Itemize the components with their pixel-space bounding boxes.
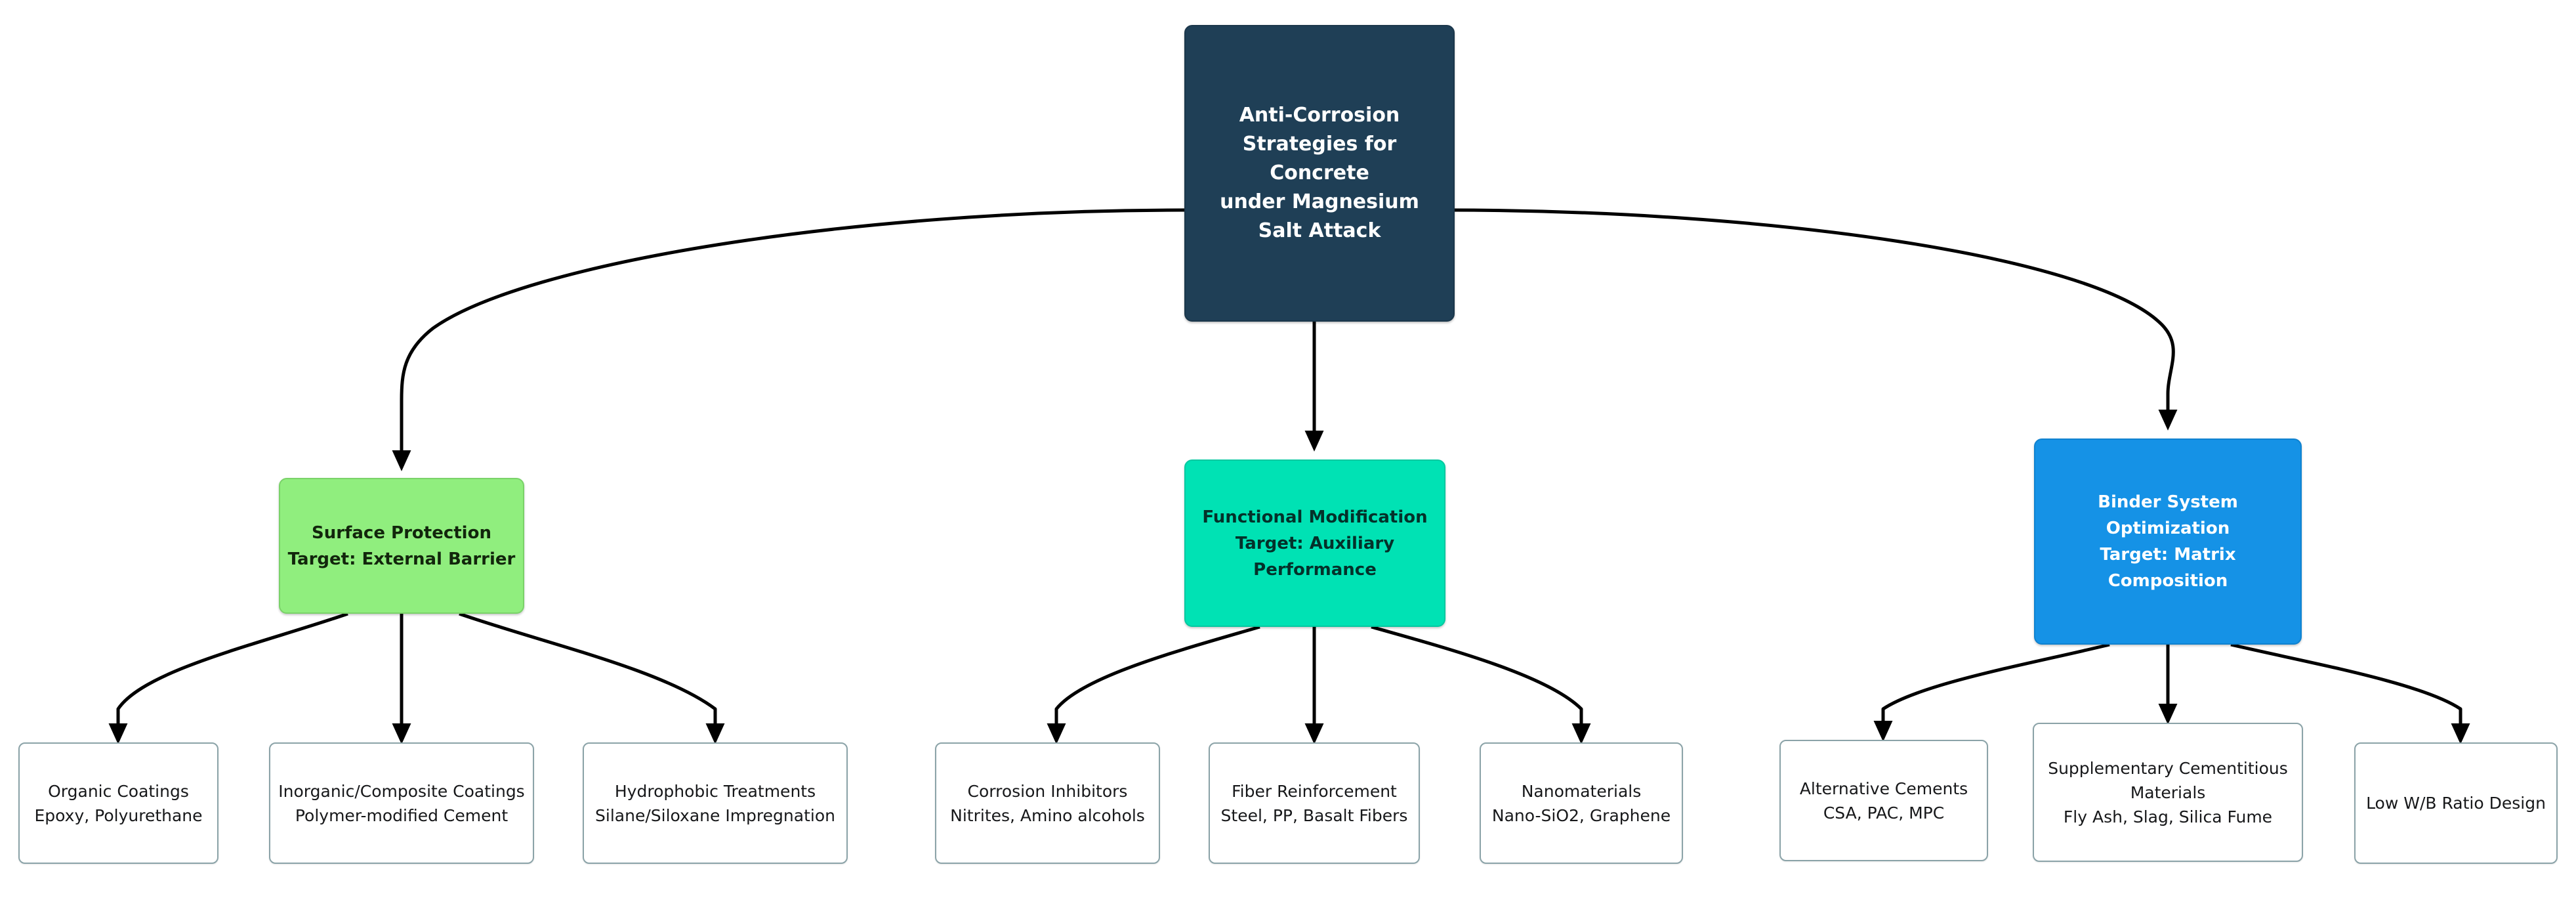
edge-binder-to-alternative-cements xyxy=(1873,643,2110,742)
node-hydrophobic-treatments-line-1: Hydrophobic Treatments xyxy=(614,781,816,801)
edge-binder-to-low-wb-ratio xyxy=(2230,643,2470,744)
node-functional-modification-line-2: Target: Auxiliary xyxy=(1235,533,1395,553)
edge-surface-to-organic-coatings xyxy=(108,612,348,744)
node-nanomaterials-line-2: Nano-SiO2, Graphene xyxy=(1491,805,1671,825)
node-surface-protection[interactable]: Surface Protection Target: External Barr… xyxy=(279,478,524,614)
node-corrosion-inhibitors[interactable]: Corrosion Inhibitors Nitrites, Amino alc… xyxy=(935,742,1160,864)
edge-root-to-surface-protection xyxy=(392,208,1185,471)
node-root-line-1: Anti-Corrosion xyxy=(1239,104,1400,127)
node-scm-line-2: Materials xyxy=(2130,782,2206,802)
node-low-wb-ratio-design[interactable]: Low W/B Ratio Design xyxy=(2354,742,2558,864)
node-binder-system-optimization[interactable]: Binder System Optimization Target: Matri… xyxy=(2034,438,2302,645)
node-binder-system-line-2: Optimization xyxy=(2106,519,2230,538)
node-fiber-reinforcement-line-2: Steel, PP, Basalt Fibers xyxy=(1220,805,1408,825)
node-alternative-cements-line-2: CSA, PAC, MPC xyxy=(1823,803,1945,823)
node-inorganic-composite-coatings[interactable]: Inorganic/Composite Coatings Polymer-mod… xyxy=(269,742,534,864)
node-nanomaterials[interactable]: Nanomaterials Nano-SiO2, Graphene xyxy=(1480,742,1683,864)
node-functional-modification-line-3: Performance xyxy=(1253,559,1377,580)
node-inorganic-composite-coatings-line-1: Inorganic/Composite Coatings xyxy=(278,781,525,801)
node-scm-line-3: Fly Ash, Slag, Silica Fume xyxy=(2063,807,2273,826)
node-inorganic-composite-coatings-line-2: Polymer-modified Cement xyxy=(295,805,509,825)
edge-functional-to-nanomaterials xyxy=(1371,625,1591,744)
node-functional-modification[interactable]: Functional Modification Target: Auxiliar… xyxy=(1184,460,1445,627)
node-organic-coatings[interactable]: Organic Coatings Epoxy, Polyurethane xyxy=(18,742,218,864)
node-binder-system-line-3: Target: Matrix xyxy=(2100,545,2236,565)
node-root-line-5: Salt Attack xyxy=(1258,219,1381,242)
node-nanomaterials-line-1: Nanomaterials xyxy=(1521,781,1642,801)
node-fiber-reinforcement-line-1: Fiber Reinforcement xyxy=(1232,781,1397,801)
node-organic-coatings-line-2: Epoxy, Polyurethane xyxy=(34,805,203,825)
node-low-wb-ratio-design-line-1: Low W/B Ratio Design xyxy=(2366,794,2546,813)
node-surface-protection-line-2: Target: External Barrier xyxy=(287,549,516,569)
node-corrosion-inhibitors-line-2: Nitrites, Amino alcohols xyxy=(950,805,1145,825)
node-fiber-reinforcement[interactable]: Fiber Reinforcement Steel, PP, Basalt Fi… xyxy=(1209,742,1420,864)
node-root[interactable]: Anti-Corrosion Strategies for Concrete u… xyxy=(1184,25,1455,322)
node-alternative-cements[interactable]: Alternative Cements CSA, PAC, MPC xyxy=(1779,740,1988,861)
node-functional-modification-line-1: Functional Modification xyxy=(1202,507,1428,527)
node-surface-protection-line-1: Surface Protection xyxy=(312,523,491,543)
edge-functional-to-corrosion-inhibitors xyxy=(1047,625,1260,744)
node-hydrophobic-treatments-line-2: Silane/Siloxane Impregnation xyxy=(595,805,835,825)
edge-root-to-binder-system xyxy=(1446,208,2178,431)
node-supplementary-cementitious-materials[interactable]: Supplementary Cementitious Materials Fly… xyxy=(2033,723,2303,862)
node-organic-coatings-line-1: Organic Coatings xyxy=(48,781,189,801)
node-scm-line-1: Supplementary Cementitious xyxy=(2048,758,2288,778)
node-alternative-cements-line-1: Alternative Cements xyxy=(1799,779,1968,798)
edge-surface-to-hydrophobic-treatments xyxy=(459,612,725,744)
node-corrosion-inhibitors-line-1: Corrosion Inhibitors xyxy=(967,781,1128,801)
node-binder-system-line-1: Binder System xyxy=(2098,492,2238,512)
node-root-line-4: under Magnesium xyxy=(1220,190,1419,213)
node-root-line-3: Concrete xyxy=(1270,161,1369,184)
node-binder-system-line-4: Composition xyxy=(2108,571,2228,591)
node-hydrophobic-treatments[interactable]: Hydrophobic Treatments Silane/Siloxane I… xyxy=(583,742,848,864)
node-root-line-2: Strategies for xyxy=(1242,133,1397,156)
